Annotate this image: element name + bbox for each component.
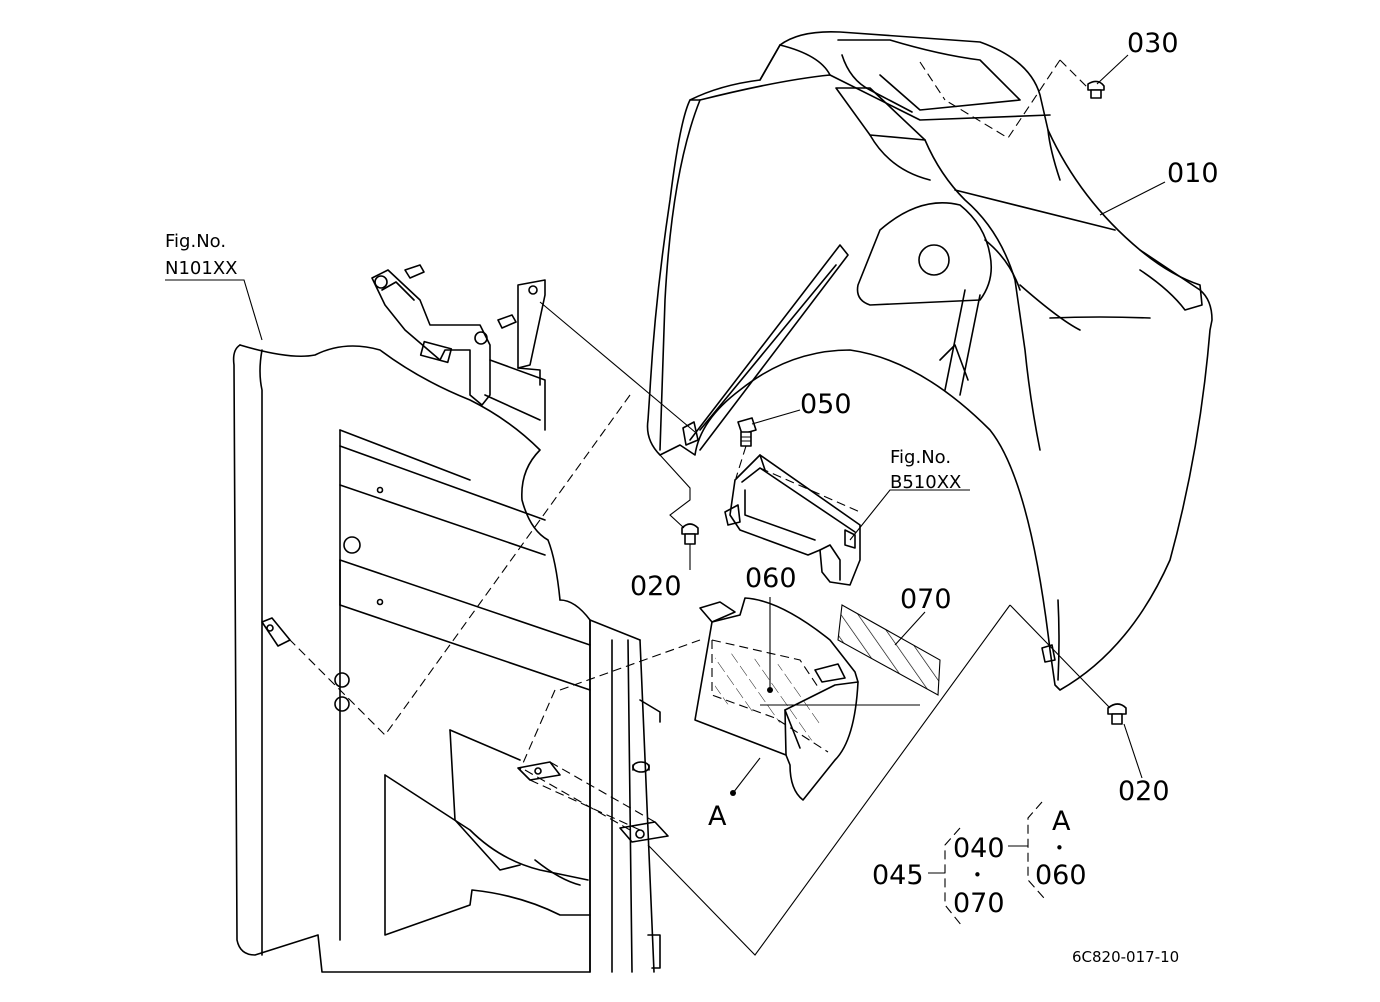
fig-ref-left-code: N101XX: [165, 258, 237, 279]
control-module: [724, 454, 861, 586]
bracket-060: [694, 597, 859, 801]
label-050: 050: [800, 389, 852, 420]
drawing-code: 6C820-017-10: [1072, 948, 1179, 966]
assembly-legend-brackets: [928, 801, 1045, 927]
callout-labels: 030 010 050 020 060 070 020 A Fig.No. N1…: [165, 28, 1219, 966]
fig-ref-left-label: Fig.No.: [165, 231, 226, 252]
hinge-bracket: [371, 264, 546, 431]
frame-panel: [232, 344, 661, 973]
label-020-left: 020: [630, 571, 682, 602]
insulation-plate-070: [837, 604, 941, 696]
legend-dot-right: •: [1055, 839, 1064, 857]
leader-lines: [165, 54, 1166, 956]
legend-dot-left: •: [973, 866, 982, 884]
label-010: 010: [1167, 158, 1219, 189]
legend-045: 045: [872, 860, 924, 891]
label-030: 030: [1127, 28, 1179, 59]
view-marker-a: A: [708, 801, 727, 832]
label-070: 070: [900, 584, 952, 615]
bolt-050: [737, 417, 757, 447]
hood-cover: [646, 30, 1213, 691]
fig-ref-mid-label: Fig.No.: [890, 447, 951, 468]
fig-ref-mid-code: B510XX: [890, 472, 961, 493]
legend-060: 060: [1035, 860, 1087, 891]
legend-070: 070: [953, 888, 1005, 919]
legend-a: A: [1052, 806, 1071, 837]
screw-030: [1087, 80, 1105, 99]
label-060: 060: [745, 563, 797, 594]
label-020-right: 020: [1118, 776, 1170, 807]
legend-040: 040: [953, 833, 1005, 864]
screw-020-right: [1107, 703, 1127, 725]
screw-020-left: [681, 523, 699, 545]
